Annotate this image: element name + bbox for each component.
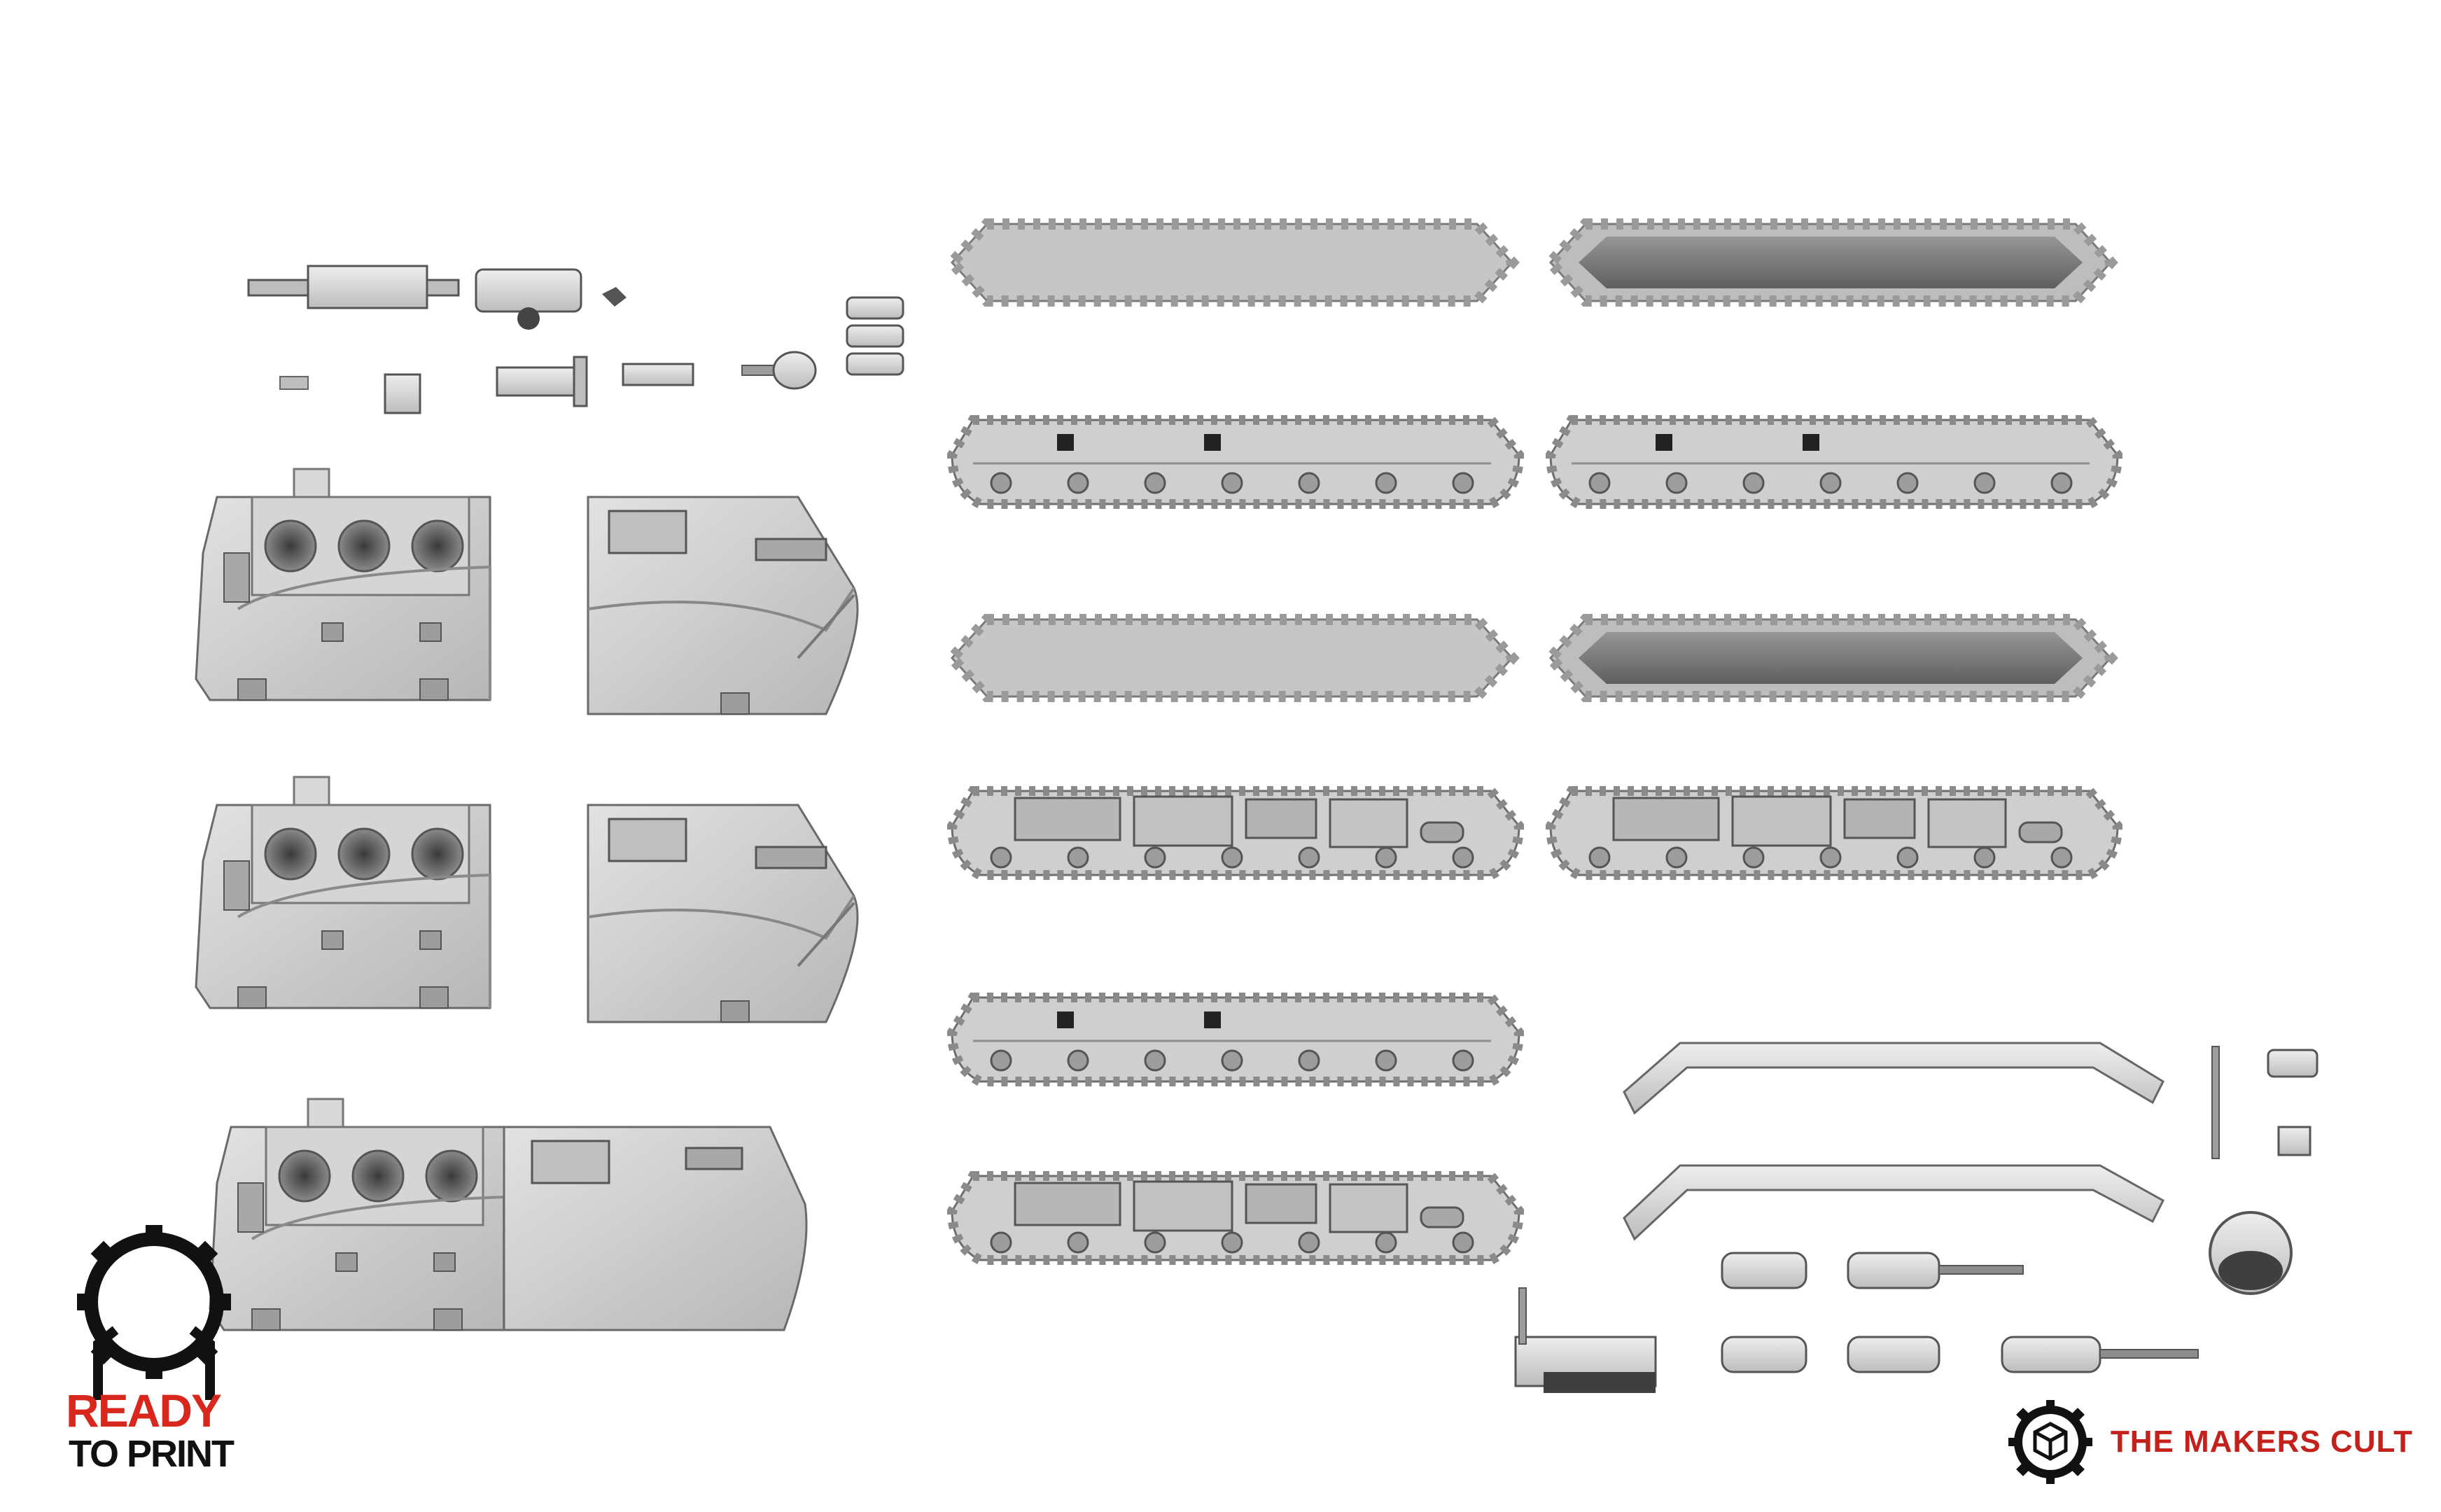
ready-text: READY <box>66 1385 222 1436</box>
track-plain-2 <box>952 620 1512 696</box>
ready-to-print-logo: READY TO PRINT <box>56 1225 252 1477</box>
small-mount-2 <box>2277 1126 2311 1156</box>
hull-rear-2 <box>587 804 859 1023</box>
turret-mechanism <box>475 268 582 313</box>
track-column-right <box>1551 224 2118 875</box>
sensor-bit <box>622 363 694 386</box>
hull-front-2 <box>195 776 491 1009</box>
ammo-stack <box>846 296 904 376</box>
hatch <box>2209 1211 2293 1295</box>
short-peg <box>279 376 309 390</box>
mortar-shell <box>741 351 817 390</box>
track-plain-1 <box>952 224 1512 301</box>
gun-mount-row-1 <box>1721 1252 2024 1289</box>
gun-mount-row-2 <box>1721 1336 2199 1373</box>
track-wheels-plain-3 <box>1551 420 2118 504</box>
track-wheels-detail-1 <box>952 791 1519 875</box>
makers-cult-logo: THE MAKERS CULT <box>2008 1400 2413 1484</box>
track-hollow-1 <box>1551 224 2111 301</box>
makers-cult-text: THE MAKERS CULT <box>2110 1424 2413 1459</box>
turret-base <box>1514 1287 1657 1393</box>
antenna <box>2211 1046 2220 1159</box>
hull-front-1 <box>195 468 491 701</box>
to-print-text: TO PRINT <box>69 1433 235 1475</box>
hull-rear-1 <box>587 496 859 715</box>
track-wheels-plain-2 <box>952 997 1519 1082</box>
gear-icon <box>77 1225 231 1400</box>
track-wheels-detail-2 <box>952 1176 1519 1260</box>
small-bit <box>602 287 627 307</box>
bracket <box>384 373 421 414</box>
accessories-group <box>1514 1042 2318 1393</box>
track-hollow-2 <box>1551 620 2111 696</box>
top-rail <box>1623 1042 2164 1115</box>
small-bits-group <box>247 265 904 414</box>
hull-parts <box>195 468 859 1331</box>
track-wheels-plain-1 <box>952 420 1519 504</box>
small-mount-1 <box>2267 1049 2318 1078</box>
hull-front-3 <box>209 1098 505 1331</box>
track-column-left <box>952 224 1519 1260</box>
cube-gear-icon <box>2008 1400 2092 1484</box>
barrel-cluster <box>496 356 588 407</box>
track-wheels-detail-3 <box>1551 791 2118 875</box>
rail-with-rivets <box>1623 1164 2164 1241</box>
